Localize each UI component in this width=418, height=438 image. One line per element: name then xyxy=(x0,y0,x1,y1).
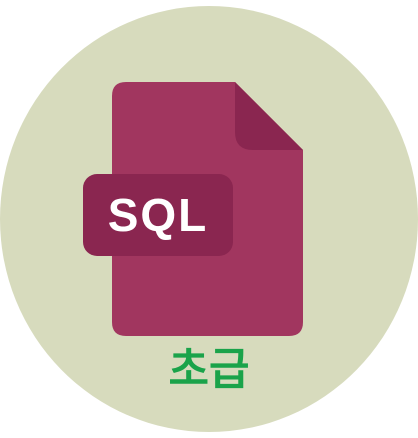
file-folded-corner xyxy=(235,82,303,150)
level-label: 초급 xyxy=(168,344,250,395)
file-type-label: SQL xyxy=(107,189,209,241)
file-label-tab xyxy=(83,174,233,256)
